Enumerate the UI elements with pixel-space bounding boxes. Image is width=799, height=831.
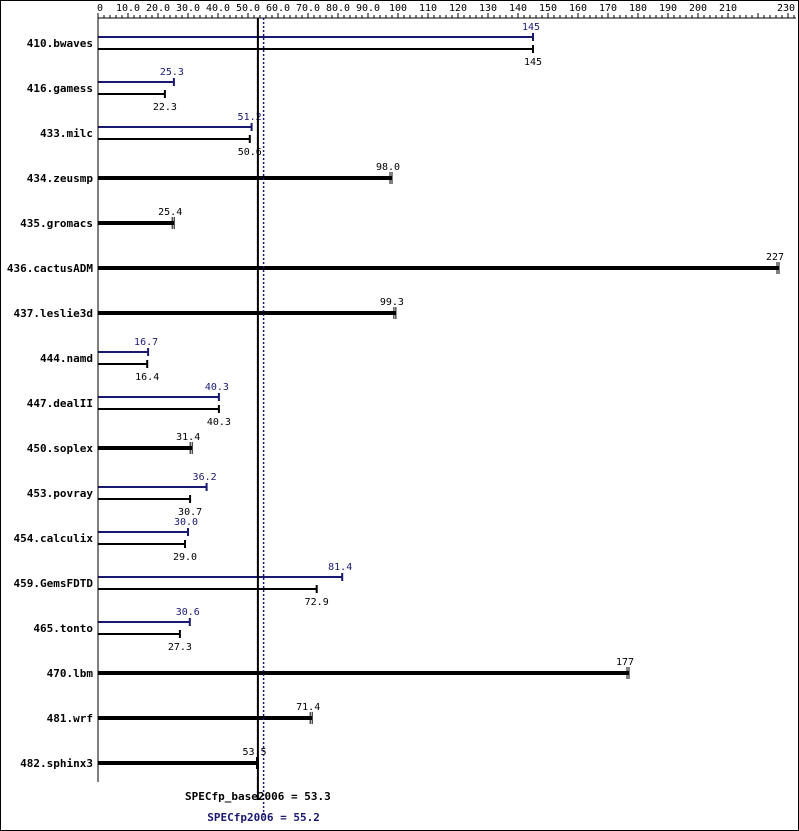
benchmark-label: 465.tonto bbox=[33, 622, 93, 635]
peak-value-label: 145 bbox=[522, 22, 540, 33]
x-tick-label: 80.0 bbox=[326, 3, 350, 14]
x-tick-label: 110 bbox=[419, 3, 437, 14]
benchmark-label: 450.soplex bbox=[27, 442, 94, 455]
peak-value-label: 25.3 bbox=[160, 67, 184, 78]
x-tick-label: 170 bbox=[599, 3, 617, 14]
x-tick-label: 140 bbox=[509, 3, 527, 14]
base-value-label: 50.6 bbox=[238, 147, 262, 158]
base-value-label: 22.3 bbox=[153, 102, 177, 113]
benchmark-label: 447.dealII bbox=[27, 397, 93, 410]
peak-value-label: 40.3 bbox=[205, 382, 229, 393]
base-value-label: 98.0 bbox=[376, 162, 400, 173]
x-tick-label: 0 bbox=[97, 3, 103, 14]
benchmark-label: 410.bwaves bbox=[27, 37, 93, 50]
peak-value-label: 30.6 bbox=[176, 607, 200, 618]
x-tick-label: 230 bbox=[777, 3, 795, 14]
base-mean-label: SPECfp_base2006 = 53.3 bbox=[185, 790, 331, 803]
peak-value-label: 81.4 bbox=[328, 562, 352, 573]
base-value-label: 27.3 bbox=[168, 642, 192, 653]
x-tick-label: 50.0 bbox=[236, 3, 260, 14]
benchmark-label: 482.sphinx3 bbox=[20, 757, 93, 770]
benchmark-label: 437.leslie3d bbox=[14, 307, 93, 320]
x-tick-label: 30.0 bbox=[176, 3, 200, 14]
base-value-label: 40.3 bbox=[207, 417, 231, 428]
x-tick-label: 90.0 bbox=[356, 3, 380, 14]
base-value-label: 30.7 bbox=[178, 507, 202, 518]
base-value-label: 31.4 bbox=[176, 432, 200, 443]
base-value-label: 72.9 bbox=[305, 597, 329, 608]
base-value-label: 71.4 bbox=[296, 702, 320, 713]
benchmark-label: 470.lbm bbox=[47, 667, 94, 680]
base-value-label: 16.4 bbox=[135, 372, 159, 383]
x-tick-label: 20.0 bbox=[146, 3, 170, 14]
x-tick-label: 160 bbox=[569, 3, 587, 14]
benchmark-label: 444.namd bbox=[40, 352, 93, 365]
peak-mean-label: SPECfp2006 = 55.2 bbox=[207, 811, 320, 824]
peak-value-label: 36.2 bbox=[193, 472, 217, 483]
x-tick-label: 120 bbox=[449, 3, 467, 14]
x-tick-label: 100 bbox=[389, 3, 407, 14]
base-value-label: 177 bbox=[616, 657, 634, 668]
x-tick-label: 10.0 bbox=[116, 3, 140, 14]
base-value-label: 145 bbox=[524, 57, 542, 68]
benchmark-label: 436.cactusADM bbox=[7, 262, 93, 275]
benchmark-label: 454.calculix bbox=[14, 532, 94, 545]
x-tick-label: 180 bbox=[629, 3, 647, 14]
benchmark-label: 435.gromacs bbox=[20, 217, 93, 230]
x-tick-label: 200 bbox=[689, 3, 707, 14]
benchmark-label: 433.milc bbox=[40, 127, 93, 140]
x-tick-label: 130 bbox=[479, 3, 497, 14]
base-value-label: 25.4 bbox=[158, 207, 182, 218]
benchmark-label: 459.GemsFDTD bbox=[14, 577, 94, 590]
benchmark-label: 416.gamess bbox=[27, 82, 93, 95]
x-tick-label: 40.0 bbox=[206, 3, 230, 14]
benchmark-label: 453.povray bbox=[27, 487, 94, 500]
peak-value-label: 30.0 bbox=[174, 517, 198, 528]
base-value-label: 53.5 bbox=[242, 747, 266, 758]
base-value-label: 99.3 bbox=[380, 297, 404, 308]
base-value-label: 29.0 bbox=[173, 552, 197, 563]
benchmark-label: 481.wrf bbox=[47, 712, 93, 725]
x-tick-label: 60.0 bbox=[266, 3, 290, 14]
peak-value-label: 16.7 bbox=[134, 337, 158, 348]
base-value-label: 227 bbox=[766, 252, 784, 263]
x-tick-label: 70.0 bbox=[296, 3, 320, 14]
peak-value-label: 51.2 bbox=[238, 112, 262, 123]
x-tick-label: 190 bbox=[659, 3, 677, 14]
x-tick-label: 210 bbox=[719, 3, 737, 14]
benchmark-label: 434.zeusmp bbox=[27, 172, 94, 185]
x-tick-label: 150 bbox=[539, 3, 557, 14]
